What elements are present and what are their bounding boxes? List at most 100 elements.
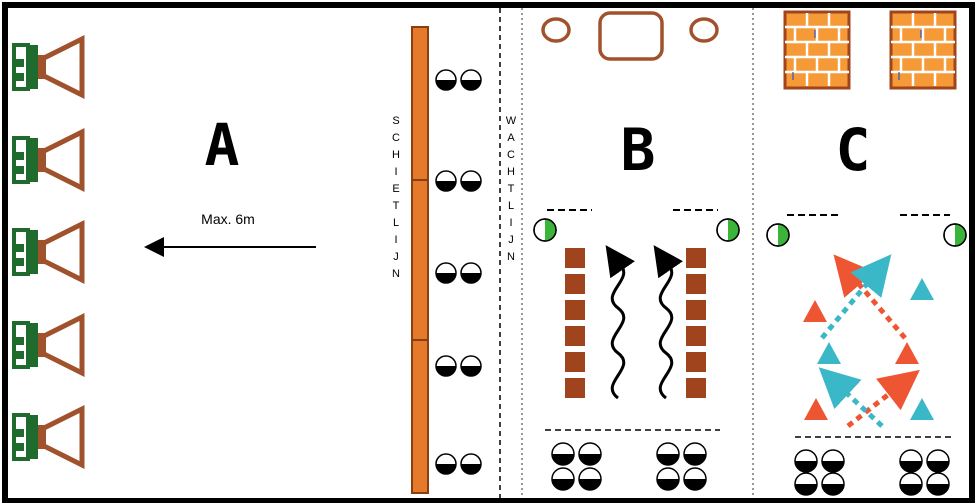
zone-a-letter: A [205, 111, 240, 179]
player-token-icon [794, 472, 818, 496]
distance-label: Max. 6m [201, 211, 255, 227]
vertical-letter: E [392, 183, 399, 195]
block-column-right [686, 248, 706, 398]
archery-target-icon [12, 136, 38, 184]
catapult-icon [38, 34, 85, 100]
player-token-icon [656, 467, 680, 491]
player-token-icon [460, 355, 482, 377]
player-token-icon [794, 449, 818, 473]
wavy-run-arrow [605, 245, 635, 400]
goal-set-icon [541, 11, 719, 61]
wavy-run-arrow [653, 245, 683, 400]
vertical-letter: T [393, 200, 400, 212]
block-icon [565, 378, 585, 398]
archery-target-icon [12, 321, 38, 369]
vertical-letter: N [392, 268, 400, 280]
player-token-icon [460, 170, 482, 192]
archery-target-icon [12, 228, 38, 276]
target-icon [12, 219, 85, 285]
vertical-letter: H [392, 149, 400, 161]
block-column-left [565, 248, 585, 398]
cone-icon [817, 342, 841, 364]
vertical-letter: L [508, 200, 514, 212]
cone-icon [910, 278, 934, 300]
player-token-icon [435, 170, 457, 192]
zone-b: B [521, 8, 754, 498]
teal-dotted-path [818, 367, 884, 428]
target-icon [12, 34, 85, 100]
player-token-icon [899, 449, 923, 473]
player-token-icon [551, 442, 575, 466]
block-icon [565, 274, 585, 294]
zone-c-letter: C [836, 116, 871, 184]
player-group [794, 449, 950, 496]
catapult-icon [38, 219, 85, 285]
archery-target-icon [12, 43, 38, 91]
vertical-letter: W [506, 115, 517, 127]
vertical-letter: T [508, 183, 515, 195]
red-dotted-path [833, 254, 907, 340]
catapult-icon [38, 127, 85, 193]
referee-token-icon [533, 218, 557, 242]
vertical-letter: C [392, 132, 400, 144]
vertical-letter: A [507, 132, 515, 144]
target-column [12, 34, 85, 470]
player-token-icon [899, 472, 923, 496]
red-dotted-path [846, 369, 920, 428]
vertical-letter: I [509, 217, 512, 229]
vertical-letter: I [394, 166, 397, 178]
target-icon [12, 127, 85, 193]
target-icon [12, 404, 85, 470]
catapult-icon [38, 312, 85, 378]
block-icon [686, 352, 706, 372]
player-token-icon [460, 262, 482, 284]
player-token-icon [435, 453, 457, 475]
cone-icon [910, 398, 934, 420]
shooting-line [411, 26, 429, 494]
player-token-column [435, 69, 482, 475]
block-icon [565, 326, 585, 346]
vertical-letter: N [507, 251, 515, 263]
zone-b-letter: B [621, 116, 656, 184]
catapult-icon [38, 404, 85, 470]
vertical-letter: L [393, 217, 399, 229]
referee-token-icon [943, 223, 967, 247]
cone-icon [804, 398, 828, 420]
vertical-letter: J [393, 251, 399, 263]
player-token-icon [926, 472, 950, 496]
player-token-icon [683, 442, 707, 466]
vertical-letter: H [507, 166, 515, 178]
referee-token-icon [766, 223, 790, 247]
block-icon [565, 248, 585, 268]
player-token-icon [683, 467, 707, 491]
block-icon [565, 352, 585, 372]
block-icon [686, 274, 706, 294]
brick-wall-icon [783, 10, 851, 90]
player-token-icon [578, 467, 602, 491]
target-icon [12, 312, 85, 378]
teal-dotted-path [820, 254, 892, 340]
player-group [551, 442, 707, 491]
referee-token-icon [716, 218, 740, 242]
vertical-letter: I [394, 234, 397, 246]
zone-c: C [766, 10, 967, 496]
block-icon [686, 300, 706, 320]
brick-walls [783, 10, 957, 90]
player-token-icon [926, 449, 950, 473]
vertical-letter: J [508, 234, 514, 246]
player-token-icon [435, 355, 457, 377]
cone-icon [803, 300, 827, 322]
block-icon [686, 378, 706, 398]
player-token-icon [435, 69, 457, 91]
brick-wall-icon [889, 10, 957, 90]
block-icon [686, 326, 706, 346]
player-token-icon [821, 449, 845, 473]
archery-target-icon [12, 413, 38, 461]
player-token-icon [435, 262, 457, 284]
player-token-icon [460, 69, 482, 91]
player-token-icon [551, 467, 575, 491]
vertical-letter: S [392, 115, 399, 127]
